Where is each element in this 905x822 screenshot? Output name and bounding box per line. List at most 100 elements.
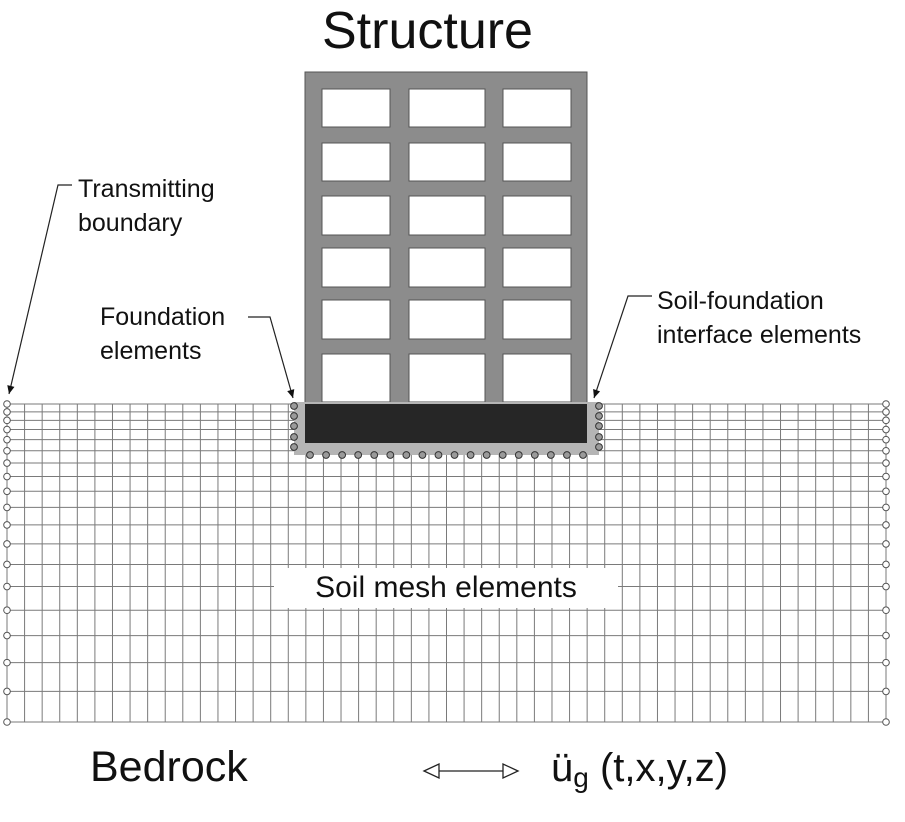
circle-icon — [3, 540, 11, 548]
arrowhead — [593, 389, 601, 398]
circle-icon — [579, 451, 587, 459]
circle-icon — [3, 718, 11, 726]
soil-foundation-interface-label: Soil-foundation interface elements — [657, 284, 861, 352]
bedrock-label: Bedrock — [90, 743, 248, 791]
frame-window — [321, 195, 391, 236]
ground-motion-label: üg (t,x,y,z) — [551, 742, 728, 798]
circle-icon — [290, 412, 298, 420]
circle-icon — [882, 658, 890, 667]
circle-icon — [306, 451, 314, 459]
arrow-left-head — [422, 762, 440, 780]
soil-foundation-leader — [593, 295, 652, 399]
arrow-right-head — [502, 762, 520, 780]
circle-icon — [882, 459, 890, 467]
circle-icon — [3, 658, 11, 667]
interface-nodes — [290, 402, 603, 459]
circle-icon — [3, 503, 11, 512]
frame-window — [321, 88, 391, 128]
circle-icon — [338, 451, 347, 459]
circle-icon — [290, 402, 298, 410]
circle-icon — [3, 582, 11, 591]
frame-window — [502, 247, 572, 288]
frame-window — [502, 195, 572, 236]
circle-icon — [434, 451, 443, 459]
circle-icon — [882, 503, 890, 512]
foundation-elements-block — [305, 404, 587, 443]
frame-window — [502, 142, 572, 182]
circle-icon — [595, 433, 603, 441]
circle-icon — [418, 451, 427, 459]
circle-icon — [530, 451, 539, 459]
circle-icon — [882, 540, 890, 548]
circle-icon — [595, 422, 603, 430]
circle-icon — [3, 560, 11, 569]
circle-icon — [3, 435, 11, 444]
frame-window — [502, 299, 572, 340]
circle-icon — [370, 451, 379, 459]
frame-window — [502, 88, 572, 128]
circle-icon — [3, 521, 11, 529]
circle-icon — [3, 408, 11, 416]
circle-icon — [546, 451, 555, 459]
label-line: interface elements — [657, 321, 862, 349]
arrowhead — [7, 385, 15, 394]
circle-icon — [3, 400, 11, 408]
circle-icon — [402, 451, 411, 459]
circle-icon — [3, 425, 11, 434]
frame-window — [408, 88, 486, 128]
circle-icon — [498, 451, 507, 459]
circle-icon — [882, 425, 890, 434]
circle-icon — [882, 400, 890, 408]
circle-icon — [3, 472, 11, 481]
arrowhead — [287, 389, 295, 398]
circle-icon — [322, 451, 330, 459]
circle-icon — [290, 443, 298, 451]
foundation-elements-label: Foundation elements — [100, 300, 225, 368]
label-line: elements — [100, 337, 202, 365]
frame-window — [321, 299, 391, 340]
frame-window — [321, 353, 391, 403]
leader-lines — [7, 184, 652, 399]
circle-icon — [354, 451, 363, 459]
label-line: boundary — [78, 209, 183, 237]
foundation-elements-leader — [248, 316, 294, 399]
circle-icon — [386, 451, 395, 459]
circle-icon — [3, 459, 11, 467]
circle-icon — [3, 631, 11, 640]
circle-icon — [882, 446, 890, 455]
circle-icon — [3, 606, 11, 615]
frame-window — [408, 247, 486, 288]
circle-icon — [3, 446, 11, 455]
circle-icon — [3, 487, 11, 496]
frame-window — [408, 195, 486, 236]
frame-window — [408, 353, 486, 403]
frame-window — [408, 299, 486, 340]
circle-icon — [595, 412, 603, 420]
circle-icon — [3, 416, 11, 425]
circle-icon — [450, 451, 459, 459]
foundation-block — [294, 402, 599, 455]
circle-icon — [882, 560, 890, 569]
ground-acceleration-symbol: ü — [551, 746, 574, 790]
transmitting-boundary-leader — [8, 184, 72, 395]
structure-title: Structure — [322, 2, 533, 60]
circle-icon — [882, 582, 890, 591]
frame-window — [408, 142, 486, 182]
circle-icon — [882, 687, 890, 696]
circle-icon — [882, 487, 890, 496]
building-frame — [304, 71, 588, 405]
circle-icon — [514, 451, 523, 459]
circle-icon — [882, 472, 890, 481]
circle-icon — [3, 687, 11, 696]
transmitting-boundary-nodes — [3, 400, 890, 726]
frame-window — [502, 353, 572, 403]
circle-icon — [595, 402, 603, 410]
circle-icon — [290, 433, 298, 441]
circle-icon — [882, 521, 890, 529]
label-line: Transmitting — [78, 175, 215, 203]
circle-icon — [595, 443, 603, 451]
circle-icon — [882, 718, 890, 726]
ground-subscript: g — [573, 762, 589, 793]
